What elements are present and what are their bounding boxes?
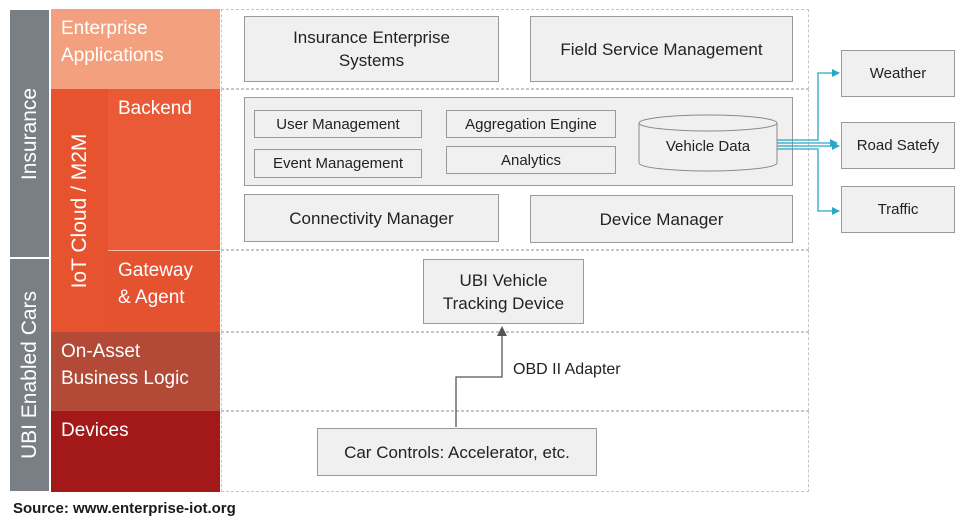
user-management-box: User Management <box>254 110 422 138</box>
on-asset-panel <box>221 332 809 411</box>
analytics-box: Analytics <box>446 146 616 174</box>
enterprise-applications-layer: Enterprise Applications <box>51 9 220 89</box>
event-management-box: Event Management <box>254 149 422 178</box>
obd-connector <box>455 328 503 427</box>
insurance-bar: Insurance <box>9 9 50 258</box>
traffic-box: Traffic <box>841 186 955 233</box>
ubi-vehicle-tracking-device-box: UBI Vehicle Tracking Device <box>423 259 584 324</box>
source-citation: Source: www.enterprise-iot.org <box>13 500 236 517</box>
ubi-cars-bar: UBI Enabled Cars <box>9 258 50 492</box>
weather-box: Weather <box>841 50 955 97</box>
gateway-agent-layer: Gateway & Agent <box>108 250 220 332</box>
device-manager-box: Device Manager <box>530 195 793 243</box>
enterprise-panel <box>221 9 809 89</box>
aggregation-engine-box: Aggregation Engine <box>446 110 616 138</box>
road-safety-box: Road Satefy <box>841 122 955 169</box>
backend-panel <box>221 89 809 250</box>
vehicle-data-label: Vehicle Data <box>665 137 751 155</box>
connectivity-manager-box: Connectivity Manager <box>244 194 499 242</box>
field-service-management-box: Field Service Management <box>530 16 793 82</box>
backend-layer: Backend <box>108 89 220 250</box>
devices-panel <box>221 411 809 492</box>
obd-adapter-label: OBD II Adapter <box>513 361 621 378</box>
gateway-panel <box>221 250 809 332</box>
insurance-enterprise-systems-box: Insurance Enterprise Systems <box>244 16 499 82</box>
data-feed-arrows <box>777 69 840 215</box>
vehicle-data-cylinder <box>638 114 778 172</box>
car-controls-box: Car Controls: Accelerator, etc. <box>317 428 597 476</box>
iot-cloud-block: IoT Cloud / M2M <box>51 89 108 332</box>
devices-layer: Devices <box>51 411 220 492</box>
on-asset-business-logic-layer: On-Asset Business Logic <box>51 332 220 411</box>
